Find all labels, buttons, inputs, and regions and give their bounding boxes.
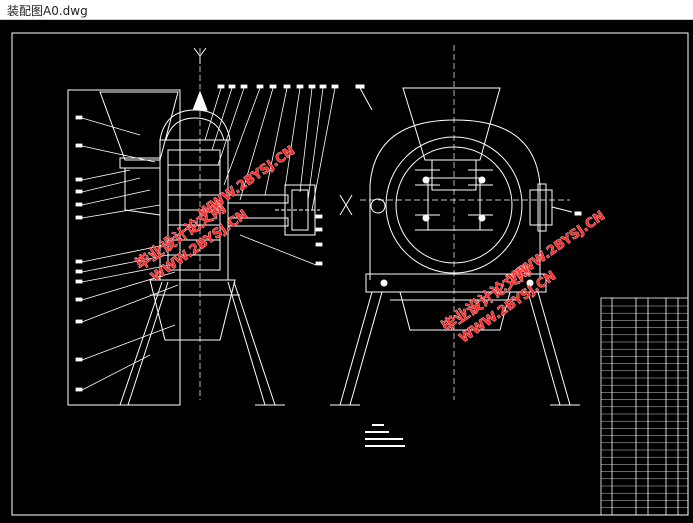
watermark-right-top: WWW.2BYSJ.CN <box>506 208 609 286</box>
parts-table <box>600 297 689 516</box>
watermark-text-url: WWW.2BYSJ.CN <box>506 208 608 286</box>
title-bar: 装配图A0.dwg <box>0 0 693 20</box>
drawing-border <box>11 32 689 516</box>
technical-notes <box>365 424 405 447</box>
left-section-view <box>67 47 320 406</box>
assembly-drawing: 毕业设计论文网 WWW.2BYSJ.CN 毕业设计论文网 WWW.2BYSJ.C… <box>11 32 689 516</box>
drawing-canvas[interactable]: 毕业设计论文网 WWW.2BYSJ.CN 毕业设计论文网 WWW.2BYSJ.C… <box>0 20 693 523</box>
window-title: 装配图A0.dwg <box>7 4 88 18</box>
left-leader-lines <box>75 84 339 392</box>
watermark-left: 毕业设计论文网 WWW.2BYSJ.CN <box>132 198 251 285</box>
right-side-view <box>330 45 582 406</box>
